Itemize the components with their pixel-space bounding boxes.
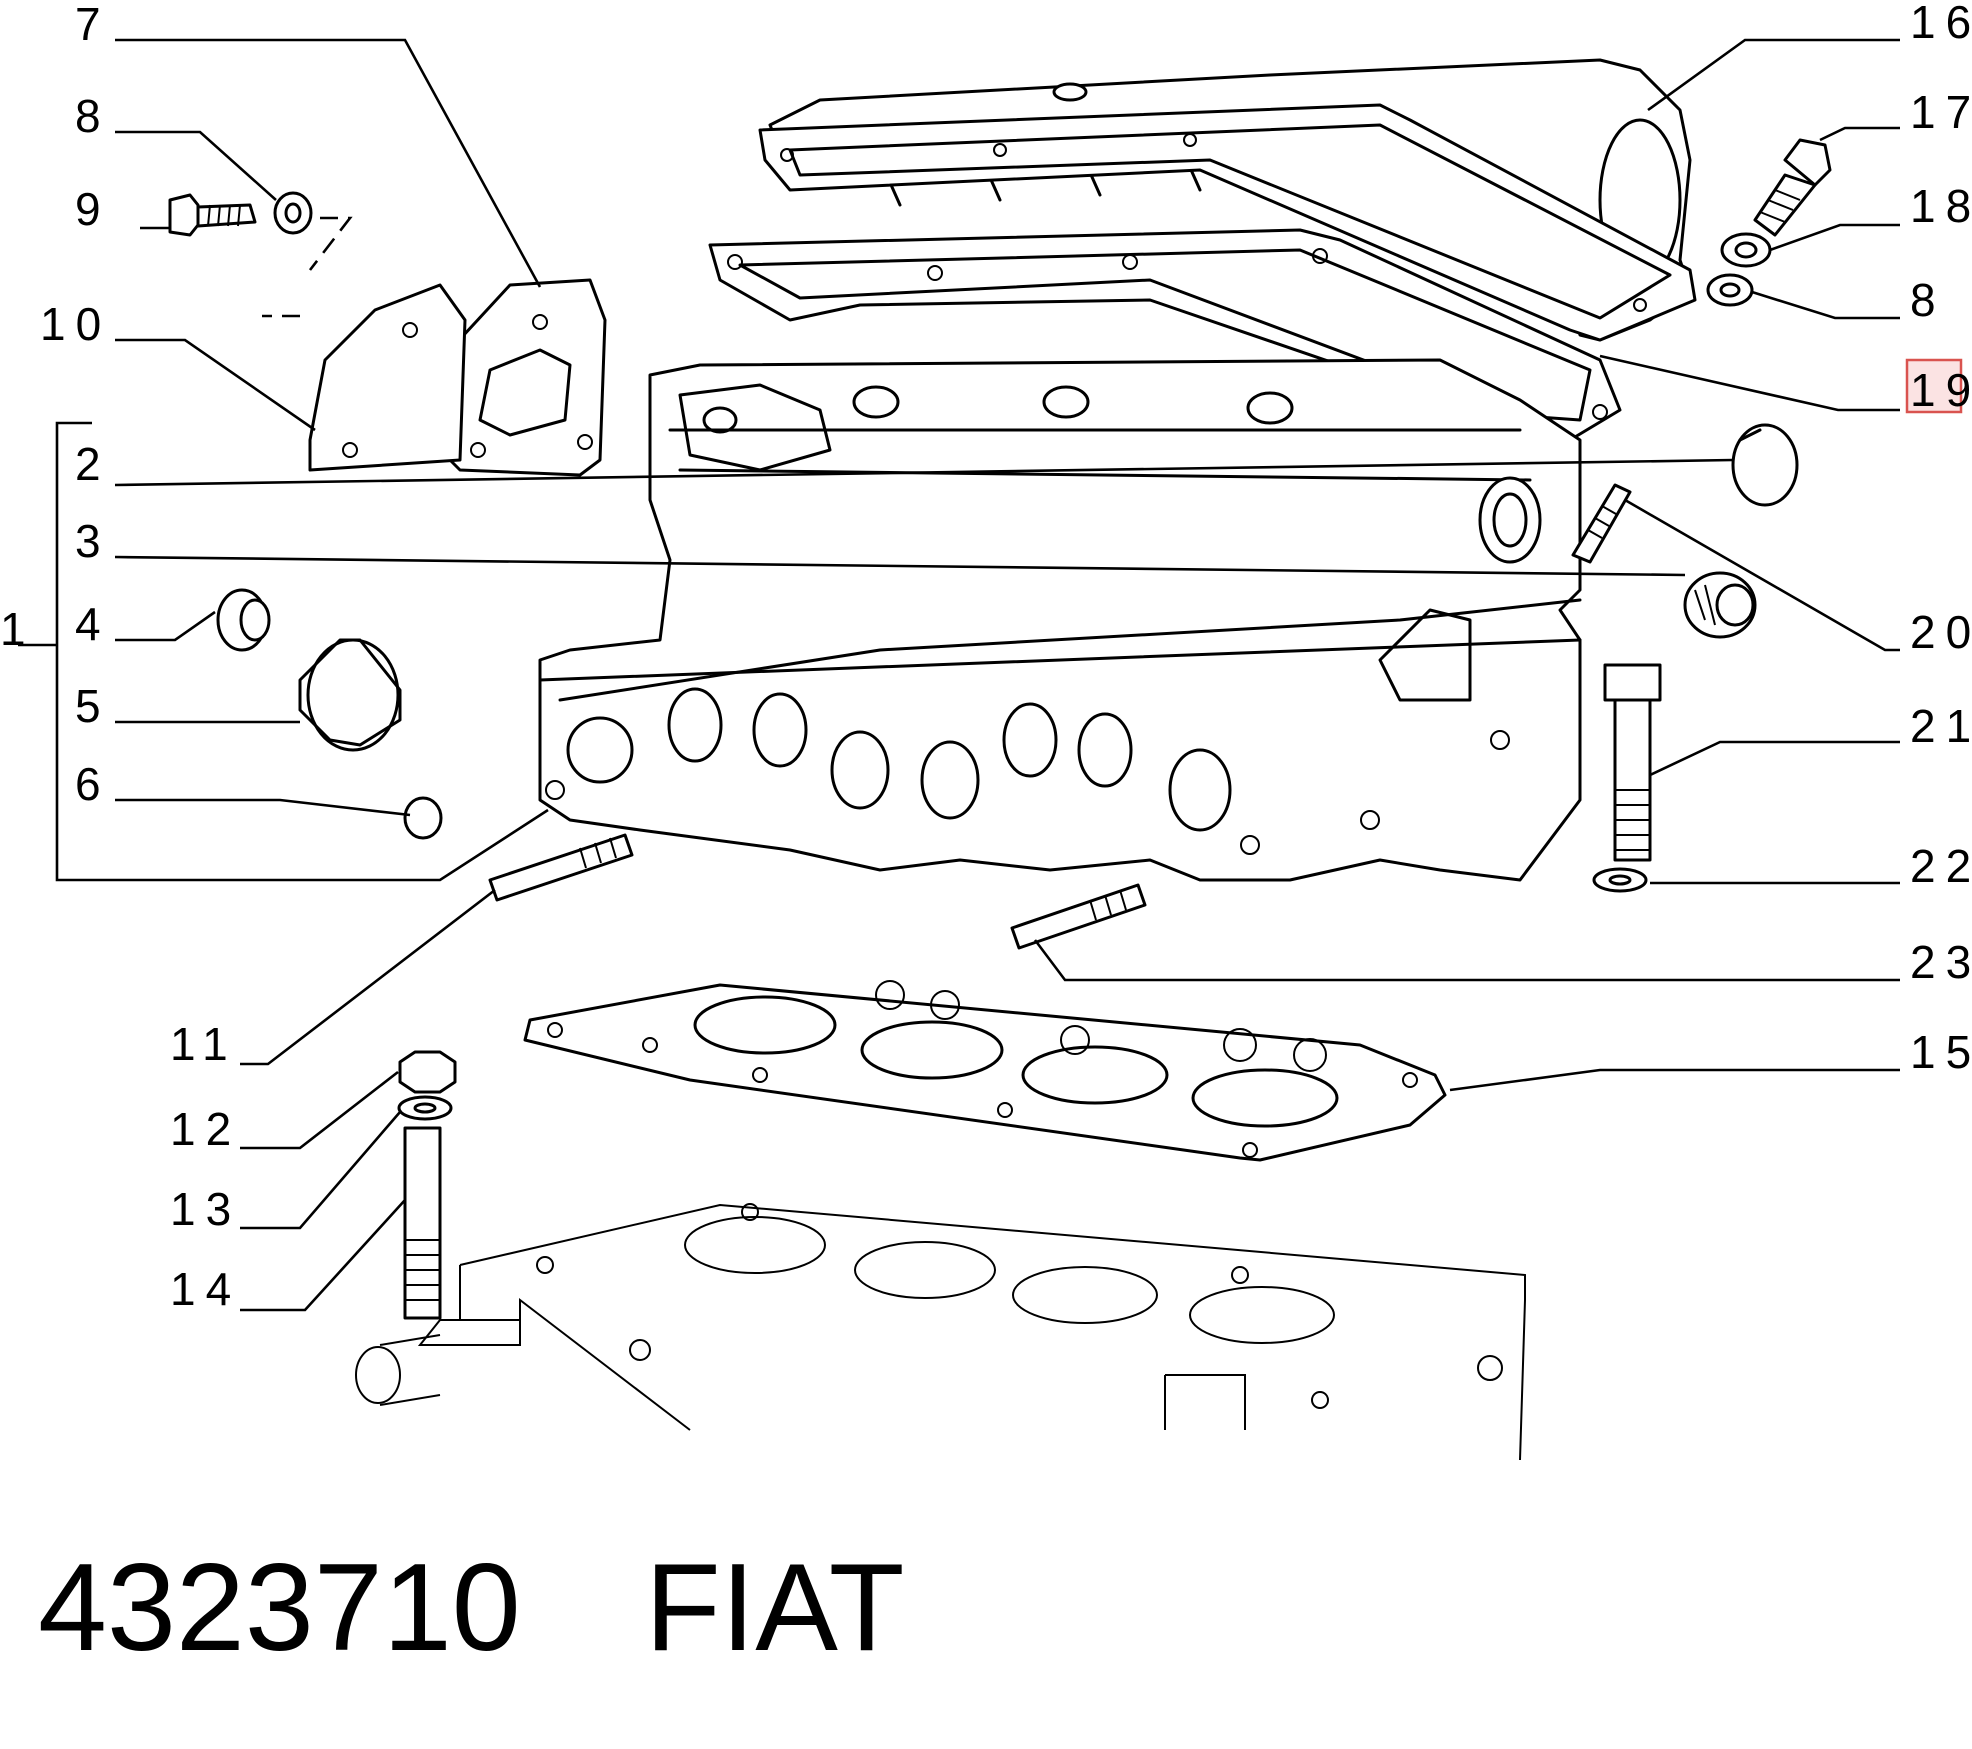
callout-9: 9: [75, 183, 111, 235]
callout-3: 3: [75, 515, 111, 567]
part-number: 4323710: [38, 1539, 521, 1677]
part-13-washer: [397, 1095, 453, 1121]
callout-22: 22: [1910, 840, 1972, 892]
part-5-cup-plug: [298, 638, 402, 752]
part-21-head-bolt: [1603, 663, 1662, 862]
callout-18: 18: [1910, 180, 1972, 232]
callout-12: 12: [170, 1103, 241, 1155]
engine-block: [355, 1203, 1526, 1461]
part-19-cover-gasket: [758, 103, 1697, 342]
part-15-head-gasket: [523, 980, 1447, 1162]
callout-13: 13: [170, 1183, 241, 1235]
part-4-cup-plug: [216, 588, 271, 652]
part-7-flange-gasket: [438, 278, 607, 477]
callout-5: 5: [75, 680, 111, 732]
callout-20: 20: [1910, 606, 1972, 658]
part-14-stud: [403, 1126, 442, 1320]
part-18-washer: [1720, 232, 1772, 268]
callout-14: 14: [170, 1263, 241, 1315]
cylinder-head: [538, 358, 1582, 882]
part-2-plug: [1731, 423, 1799, 507]
part-12-nut: [398, 1050, 457, 1094]
callout-1: 1: [0, 603, 36, 655]
part-23-stud: [1010, 883, 1147, 950]
callout-4: 4: [75, 598, 111, 650]
part-3-threaded-plug: [1683, 571, 1757, 639]
callout-23: 23: [1910, 936, 1972, 988]
callout-7: 7: [75, 0, 111, 50]
part-11-stud: [488, 833, 634, 902]
part-9-screw: [168, 193, 257, 237]
callout-8-right: 8: [1910, 274, 1946, 326]
part-22-washer: [1592, 867, 1648, 893]
callout-10: 10: [40, 298, 111, 350]
leader-lines: [18, 38, 1900, 1312]
callout-2: 2: [75, 438, 111, 490]
callout-19: 19: [1910, 364, 1972, 416]
callout-11: 11: [170, 1018, 238, 1070]
callout-6: 6: [75, 758, 111, 810]
part-17-screw: [1753, 138, 1832, 237]
brand-name: FIAT: [645, 1539, 904, 1677]
callout-highlight-box: [1905, 358, 1963, 414]
callout-17: 17: [1910, 86, 1972, 138]
callout-labels: 1 2 3 4 5 6 7 8 9 10 11 12 13 14 15 16 1…: [0, 0, 1972, 1315]
part-8-washer-right: [1706, 273, 1754, 307]
callout-8: 8: [75, 90, 111, 142]
part-10-cover-plate: [308, 283, 467, 472]
part-8-washer: [273, 191, 313, 235]
part-20-stud: [1571, 483, 1632, 564]
part-6-cup-plug: [403, 796, 443, 840]
callout-16: 16: [1910, 0, 1972, 48]
callout-21: 21: [1910, 700, 1972, 752]
callout-15: 15: [1910, 1026, 1972, 1078]
